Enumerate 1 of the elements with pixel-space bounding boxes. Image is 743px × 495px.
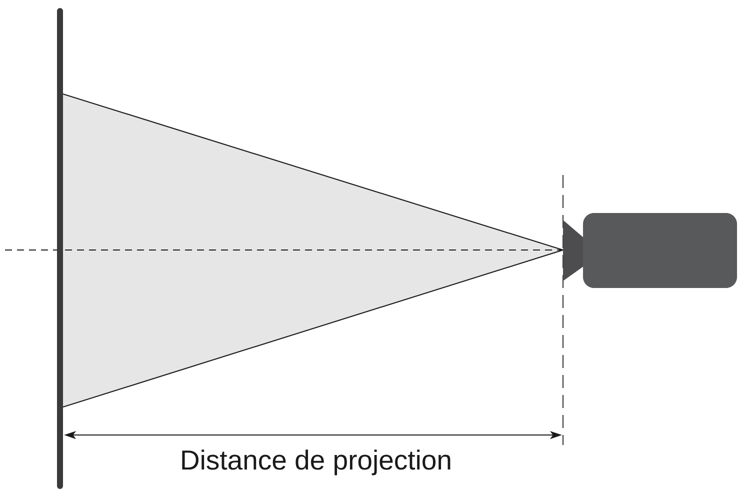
dimension-label: Distance de projection <box>182 450 450 476</box>
